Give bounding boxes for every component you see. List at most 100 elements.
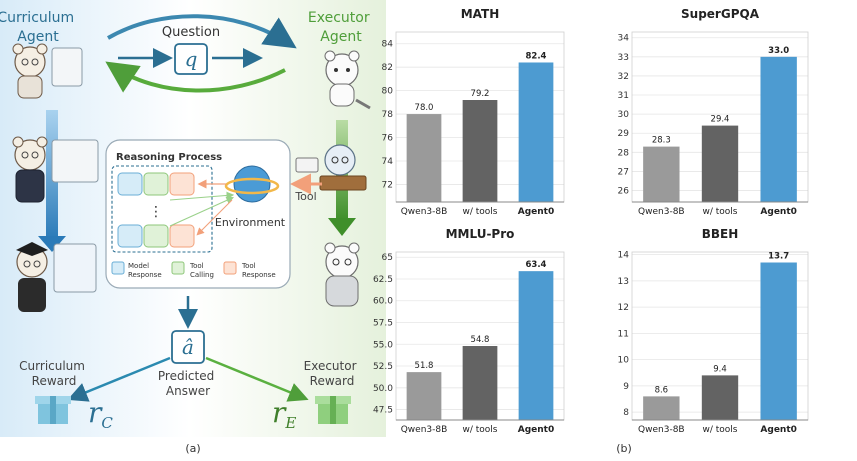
bar (643, 146, 680, 202)
executor-reward-arrow (205, 356, 309, 402)
curriculum-bear-2-icon (12, 136, 99, 203)
y-tick-label: 74 (382, 157, 394, 167)
env-to-response-arrow (196, 199, 233, 236)
executor-reward-symbol: rE (272, 396, 296, 432)
y-tick-label: 60.0 (373, 297, 393, 307)
curriculum-agent-title: Curriculum Agent (0, 10, 79, 45)
y-tick-label: 47.5 (373, 406, 393, 416)
bar (406, 372, 442, 420)
y-tick-label: 50.0 (373, 384, 393, 394)
x-tick-label: Agent0 (518, 207, 554, 217)
tool-label: Tool (294, 190, 316, 203)
y-tick-label: 65 (382, 253, 393, 263)
x-tick-label: w/ tools (463, 425, 498, 435)
y-tick-label: 14 (618, 251, 630, 261)
x-tick-label: w/ tools (703, 425, 738, 435)
y-tick-label: 52.5 (373, 362, 393, 372)
bar (701, 125, 739, 202)
bar (518, 62, 554, 202)
framework-diagram-svg: Curriculum Agent Executor Agent Question… (0, 0, 386, 455)
y-tick-label: 11 (618, 329, 629, 339)
y-tick-label: 8 (623, 408, 629, 418)
environment-globe-icon (233, 165, 271, 203)
y-tick-label: 28 (618, 148, 630, 158)
curriculum-reward-arrow (67, 356, 171, 402)
legend-tool-response-swatch (223, 261, 237, 275)
q-symbol: q (185, 47, 198, 71)
bar (760, 262, 797, 420)
y-tick-label: 13 (618, 277, 629, 287)
question-box (174, 43, 208, 75)
y-tick-label: 76 (382, 134, 394, 144)
y-tick-label: 30 (618, 110, 630, 120)
y-tick-label: 33 (618, 53, 629, 63)
x-tick-label: Agent0 (518, 425, 554, 435)
tool-calling-cell (143, 224, 169, 248)
executor-gift-icon (315, 396, 351, 424)
call-to-env-arrow (169, 191, 235, 201)
chart-title: MMLU-Pro (446, 227, 515, 241)
bar (462, 100, 498, 202)
chart-title: SuperGPQA (681, 7, 760, 21)
x-tick-label: Qwen3-8B (401, 207, 448, 217)
framework-diagram: Curriculum Agent Executor Agent Question… (0, 0, 386, 457)
return-arc-arrow (105, 61, 286, 93)
executor-bear-2-icon (295, 144, 367, 191)
executor-bear-3-icon (324, 242, 360, 307)
tool-response-cell (169, 172, 195, 196)
data-label: 51.8 (415, 361, 434, 371)
x-tick-label: Agent0 (760, 425, 796, 435)
y-tick-label: 82 (382, 63, 393, 73)
y-tick-label: 9 (623, 382, 629, 392)
data-label: 28.3 (652, 136, 671, 146)
y-tick-label: 10 (618, 356, 630, 366)
curriculum-bear-1-icon (12, 43, 83, 99)
bar (406, 114, 442, 202)
data-label: 63.4 (526, 260, 547, 270)
question-label: Question (162, 25, 220, 40)
curriculum-gift-icon (35, 396, 71, 424)
tool-calling-cell (143, 172, 169, 196)
predicted-answer-label: Predicted Answer (158, 369, 218, 398)
y-tick-label: 31 (618, 91, 629, 101)
y-tick-label: 26 (618, 187, 630, 197)
legend-model-response-swatch (111, 261, 125, 275)
data-label: 79.2 (471, 89, 490, 99)
data-label: 29.4 (711, 115, 730, 125)
model-response-cell (117, 172, 143, 196)
x-tick-label: w/ tools (703, 207, 738, 217)
bar (701, 375, 739, 420)
environment-label: Environment (215, 216, 286, 229)
executor-agent-title: Executor Agent (308, 10, 374, 45)
y-tick-label: 27 (618, 167, 629, 177)
data-label: 78.0 (415, 103, 434, 113)
x-tick-label: Agent0 (760, 207, 796, 217)
y-tick-label: 29 (618, 129, 630, 139)
panel-a-label: (a) (185, 442, 200, 455)
question-arc-arrow (107, 14, 297, 49)
curriculum-reward-label: Curriculum Reward (19, 359, 89, 388)
y-tick-label: 78 (382, 110, 394, 120)
x-tick-label: Qwen3-8B (401, 425, 448, 435)
executor-bear-1-icon (324, 50, 371, 110)
data-label: 13.7 (768, 252, 789, 262)
bar (462, 346, 498, 420)
x-tick-label: w/ tools (463, 207, 498, 217)
legend-tool-calling-label: Tool Calling (189, 262, 214, 279)
bar (760, 56, 797, 203)
model-response-cell (117, 224, 143, 248)
y-tick-label: 72 (382, 180, 393, 190)
environment-ring-icon (224, 177, 280, 195)
answer-box (171, 330, 205, 364)
y-tick-label: 84 (382, 40, 394, 50)
executor-down-arrowhead (328, 218, 356, 236)
a-hat-symbol: â (182, 335, 194, 359)
curriculum-bear-3-icon (16, 242, 97, 312)
executor-reward-label: Executor Reward (304, 359, 361, 388)
data-label: 33.0 (768, 46, 789, 56)
ellipsis-dots: ⋮ (149, 204, 163, 220)
data-label: 8.6 (655, 385, 669, 395)
panel-b-label: (b) (616, 442, 632, 455)
